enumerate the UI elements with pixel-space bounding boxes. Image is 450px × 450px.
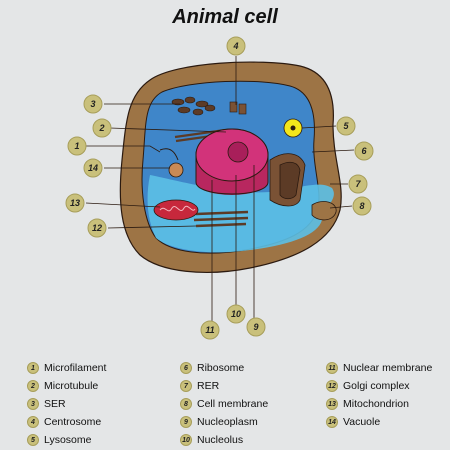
legend-badge: 10 bbox=[180, 434, 192, 446]
legend-label: Centrosome bbox=[44, 416, 102, 428]
legend-item-vacuole: 14 Vacuole bbox=[326, 416, 380, 428]
badge-2: 2 bbox=[92, 118, 112, 138]
legend-badge: 1 bbox=[27, 362, 39, 374]
badge-9: 9 bbox=[246, 317, 266, 337]
legend-badge: 2 bbox=[27, 380, 39, 392]
legend-item-golgi-complex: 12 Golgi complex bbox=[326, 380, 410, 392]
svg-text:1: 1 bbox=[74, 141, 79, 151]
cell-diagram: 1 2 3 4 5 6 7 8 9 10 11 12 13 14 bbox=[65, 36, 374, 340]
ser bbox=[171, 96, 216, 116]
legend-label: RER bbox=[197, 380, 220, 392]
vacuole bbox=[168, 162, 184, 178]
legend-label: Nuclear membrane bbox=[343, 362, 433, 374]
svg-text:10: 10 bbox=[231, 309, 241, 319]
badge-11: 11 bbox=[200, 320, 220, 340]
badge-4: 4 bbox=[226, 36, 246, 56]
legend: 1 Microfilament 2 Microtubule 3 SER 4 Ce… bbox=[0, 360, 450, 450]
badge-8: 8 bbox=[352, 196, 372, 216]
legend-label: Nucleolus bbox=[197, 434, 244, 446]
svg-text:4: 4 bbox=[232, 41, 238, 51]
badge-1: 1 bbox=[67, 136, 87, 156]
legend-item-nuclear-membrane: 11 Nuclear membrane bbox=[326, 362, 432, 374]
legend-item-nucleoplasm: 9 Nucleoplasm bbox=[180, 416, 258, 428]
legend-item-nucleolus: 10 Nucleolus bbox=[180, 434, 243, 446]
legend-badge: 8 bbox=[180, 398, 192, 410]
nucleolus bbox=[227, 141, 249, 163]
legend-label: Golgi complex bbox=[343, 380, 410, 392]
legend-label: Vacuole bbox=[343, 416, 381, 428]
membrane-notch bbox=[311, 201, 337, 221]
legend-item-microfilament: 1 Microfilament bbox=[27, 362, 106, 374]
svg-text:7: 7 bbox=[355, 179, 361, 189]
badge-6: 6 bbox=[354, 141, 374, 161]
badge-7: 7 bbox=[348, 174, 368, 194]
badge-12: 12 bbox=[87, 218, 107, 238]
legend-item-ser: 3 SER bbox=[27, 398, 66, 410]
svg-text:9: 9 bbox=[253, 322, 258, 332]
centrosome bbox=[229, 101, 247, 115]
legend-badge: 4 bbox=[27, 416, 39, 428]
legend-item-rer: 7 RER bbox=[180, 380, 219, 392]
legend-item-microtubule: 2 Microtubule bbox=[27, 380, 98, 392]
legend-badge: 7 bbox=[180, 380, 192, 392]
legend-label: Microfilament bbox=[44, 362, 107, 374]
legend-item-cell-membrane: 8 Cell membrane bbox=[180, 398, 268, 410]
legend-item-ribosome: 6 Ribosome bbox=[180, 362, 244, 374]
legend-item-lysosome: 5 Lysosome bbox=[27, 434, 91, 446]
badge-5: 5 bbox=[336, 116, 356, 136]
legend-badge: 6 bbox=[180, 362, 192, 374]
legend-label: Lysosome bbox=[44, 434, 92, 446]
badge-3: 3 bbox=[83, 94, 103, 114]
legend-badge: 11 bbox=[326, 362, 338, 374]
legend-badge: 13 bbox=[326, 398, 338, 410]
microfilament bbox=[159, 148, 179, 161]
legend-label: Cell membrane bbox=[197, 398, 269, 410]
svg-text:6: 6 bbox=[361, 146, 367, 156]
legend-badge: 3 bbox=[27, 398, 39, 410]
mitochondrion bbox=[153, 199, 199, 221]
badge-13: 13 bbox=[65, 193, 85, 213]
svg-text:14: 14 bbox=[88, 163, 98, 173]
legend-label: Microtubule bbox=[44, 380, 99, 392]
svg-text:3: 3 bbox=[90, 99, 95, 109]
svg-text:2: 2 bbox=[98, 123, 104, 133]
leader-lines bbox=[85, 56, 355, 322]
svg-text:12: 12 bbox=[92, 223, 102, 233]
legend-item-centrosome: 4 Centrosome bbox=[27, 416, 101, 428]
svg-text:8: 8 bbox=[359, 201, 364, 211]
legend-label: SER bbox=[44, 398, 66, 410]
badge-10: 10 bbox=[226, 304, 246, 324]
legend-label: Mitochondrion bbox=[343, 398, 409, 410]
legend-label: Nucleoplasm bbox=[197, 416, 258, 428]
legend-label: Ribosome bbox=[197, 362, 245, 374]
legend-badge: 9 bbox=[180, 416, 192, 428]
lysosome-core bbox=[290, 125, 296, 131]
legend-badge: 5 bbox=[27, 434, 39, 446]
legend-badge: 12 bbox=[326, 380, 338, 392]
legend-badge: 14 bbox=[326, 416, 338, 428]
svg-text:11: 11 bbox=[205, 325, 214, 335]
golgi-complex bbox=[193, 210, 249, 228]
svg-text:5: 5 bbox=[343, 121, 349, 131]
rer bbox=[269, 153, 306, 207]
nucleus bbox=[195, 128, 269, 195]
badge-14: 14 bbox=[83, 158, 103, 178]
page-title: Animal cell bbox=[172, 6, 278, 28]
svg-text:13: 13 bbox=[70, 198, 80, 208]
legend-item-mitochondrion: 13 Mitochondrion bbox=[326, 398, 409, 410]
